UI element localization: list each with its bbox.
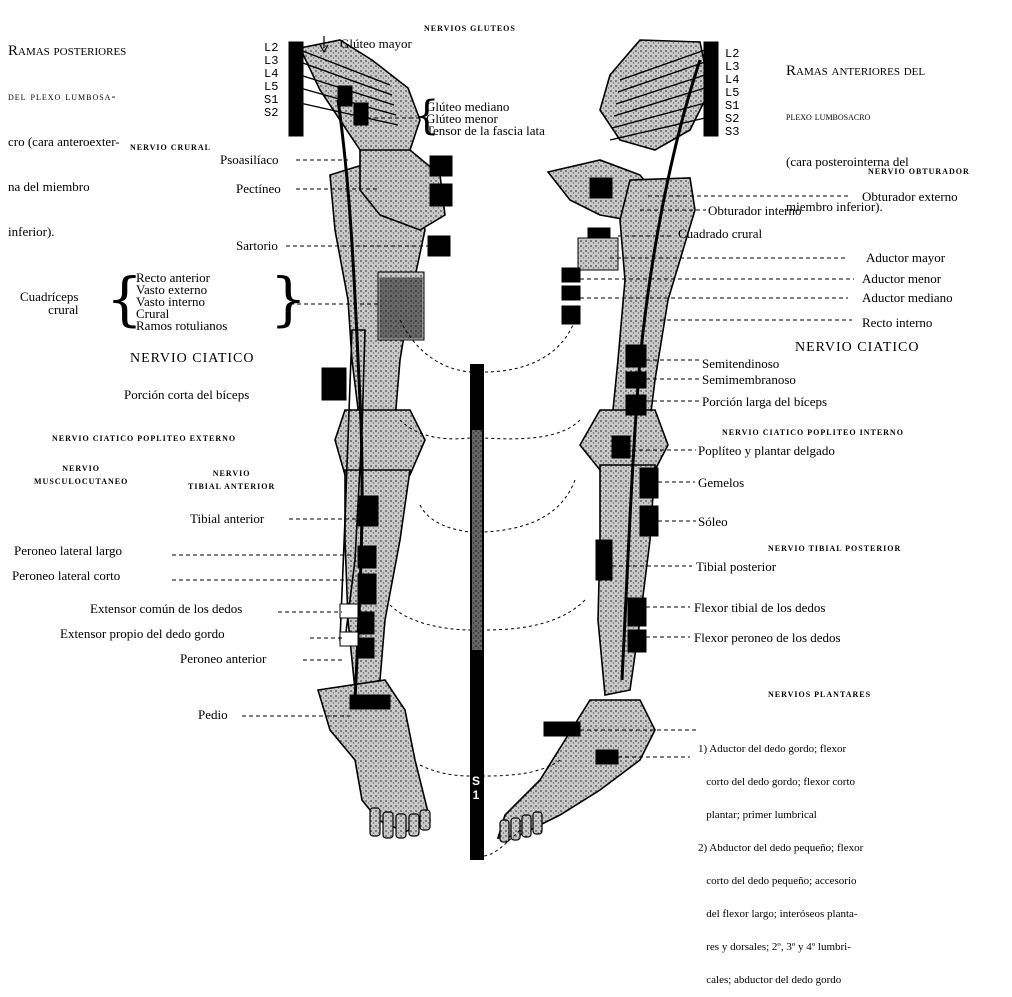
label-tensor-fascia-lata: Tensor de la fascia lata	[426, 125, 545, 137]
left-pelvis	[300, 40, 420, 160]
left-header: Ramas posteriores del plexo lumbosa- cro…	[8, 14, 126, 254]
heading-popliteo-interno: Nervio ciatico popliteo interno	[722, 426, 904, 440]
heading-tibial-posterior: Nervio tibial posterior	[768, 542, 901, 556]
label-psoasiliaco: Psoasilíaco	[220, 153, 279, 167]
label-obturador-externo: Obturador externo	[862, 190, 958, 204]
label-recto-interno: Recto interno	[862, 316, 932, 330]
label-extensor-comun: Extensor común de los dedos	[90, 602, 242, 616]
left-root-levels: L2 L3 L4 L5 S1 S2	[264, 42, 278, 120]
heading-plantares: Nervios plantares	[768, 688, 871, 702]
central-bar-label: S1	[469, 774, 483, 802]
label-gemelos: Gemelos	[698, 476, 744, 490]
heading-tibial-anterior-1: Nervio	[188, 467, 275, 480]
heading-musculocutaneo-2: musculocutaneo	[34, 475, 128, 488]
label-peroneo-lateral-corto: Peroneo lateral corto	[12, 569, 120, 583]
plantar-note-1-line3: plantar; primer lumbrical	[698, 810, 863, 821]
label-pectineo: Pectíneo	[236, 182, 281, 196]
plantar-note-2-line5: cales; abductor del dedo gordo	[698, 975, 863, 986]
label-cuadriceps-2: crural	[20, 303, 78, 316]
heading-nervio-obturador: Nervio obturador	[868, 165, 970, 179]
label-tibial-anterior: Tibial anterior	[190, 512, 264, 526]
plantar-note-1-line2: corto del dedo gordo; flexor corto	[698, 777, 863, 788]
plantar-notes: 1) Aductor del dedo gordo; flexor corto …	[698, 722, 863, 997]
label-flexor-peroneo: Flexor peroneo de los dedos	[694, 631, 841, 645]
label-semitendinoso: Semitendinoso	[702, 357, 779, 371]
right-pelvis	[600, 40, 710, 150]
right-header-line2: plexo lumbosacro	[786, 109, 925, 124]
label-aductor-mediano: Aductor mediano	[862, 291, 953, 305]
label-peroneo-lateral-largo: Peroneo lateral largo	[14, 544, 122, 558]
left-header-title: Ramas posteriores	[8, 44, 126, 59]
label-flexor-tibial: Flexor tibial de los dedos	[694, 601, 825, 615]
label-soleo: Sóleo	[698, 515, 728, 529]
label-peroneo-anterior: Peroneo anterior	[180, 652, 266, 666]
plantar-note-2-line4: res y dorsales; 2º, 3º y 4º lumbri-	[698, 942, 863, 953]
right-header-title: Ramas anteriores del	[786, 64, 925, 79]
heading-musculocutaneo-1: Nervio	[34, 462, 128, 475]
plantar-note-2-line1: 2) Abductor del dedo pequeño; flexor	[698, 843, 863, 854]
heading-nervios-gluteos: Nervios gluteos	[424, 22, 516, 36]
left-leg-illustration	[300, 40, 445, 838]
label-porcion-corta-biceps: Porción corta del bíceps	[124, 388, 249, 402]
heading-tibial-anterior: Nervio tibial anterior	[188, 467, 275, 493]
plantar-note-1-line1: 1) Aductor del dedo gordo; flexor	[698, 744, 863, 755]
label-porcion-larga-biceps: Porción larga del bíceps	[702, 395, 827, 409]
label-cuadrado-crural: Cuadrado crural	[678, 227, 762, 241]
label-aductor-menor: Aductor menor	[862, 272, 941, 286]
root-s3: S3	[725, 126, 739, 139]
label-cuadriceps-parts: Recto anterior Vasto externo Vasto inter…	[136, 272, 227, 332]
right-leg-illustration	[498, 40, 710, 842]
label-extensor-propio: Extensor propio del dedo gordo	[60, 627, 225, 641]
heading-ciatico-right: NERVIO CIATICO	[795, 341, 919, 355]
label-cuadriceps: Cuadríceps crural	[20, 290, 78, 316]
label-ramos-rotulianos: Ramos rotulianos	[136, 320, 227, 332]
heading-popliteo-externo: Nervio ciatico popliteo externo	[52, 432, 236, 446]
left-header-line2: del plexo lumbosa-	[8, 89, 126, 104]
plantar-note-2-line2: corto del dedo pequeño; accesorio	[698, 876, 863, 887]
label-gluteo-mayor: Glúteo mayor	[340, 37, 412, 51]
right-root-levels: L2 L3 L4 L5 S1 S2 S3	[725, 48, 739, 139]
brace-gluteo: {	[414, 96, 439, 136]
label-gluteo-group: Glúteo mediano Glúteo menor Tensor de la…	[426, 101, 545, 137]
heading-tibial-anterior-2: tibial anterior	[188, 480, 275, 493]
label-popliteo: Poplíteo y plantar delgado	[698, 444, 835, 458]
plantar-note-2-line3: del flexor largo; interóseos planta-	[698, 909, 863, 920]
label-aductor-mayor: Aductor mayor	[866, 251, 945, 265]
label-pedio: Pedio	[198, 708, 228, 722]
label-sartorio: Sartorio	[236, 239, 278, 253]
left-header-line3: cro (cara anteroexter-	[8, 134, 126, 149]
heading-musculocutaneo: Nervio musculocutaneo	[34, 462, 128, 488]
label-tibial-posterior: Tibial posterior	[696, 560, 776, 574]
left-header-line4: na del miembro	[8, 179, 126, 194]
left-header-line5: inferior).	[8, 224, 126, 239]
heading-ciatico-left: NERVIO CIATICO	[130, 352, 254, 366]
heading-nervio-crural: Nervio crural	[130, 141, 211, 155]
brace-cuadriceps-right: }	[270, 270, 307, 328]
right-femur	[612, 178, 695, 420]
label-obturador-interno: Obturador interno	[708, 204, 802, 218]
root-s2: S2	[264, 107, 278, 120]
label-semimembranoso: Semimembranoso	[702, 373, 796, 387]
